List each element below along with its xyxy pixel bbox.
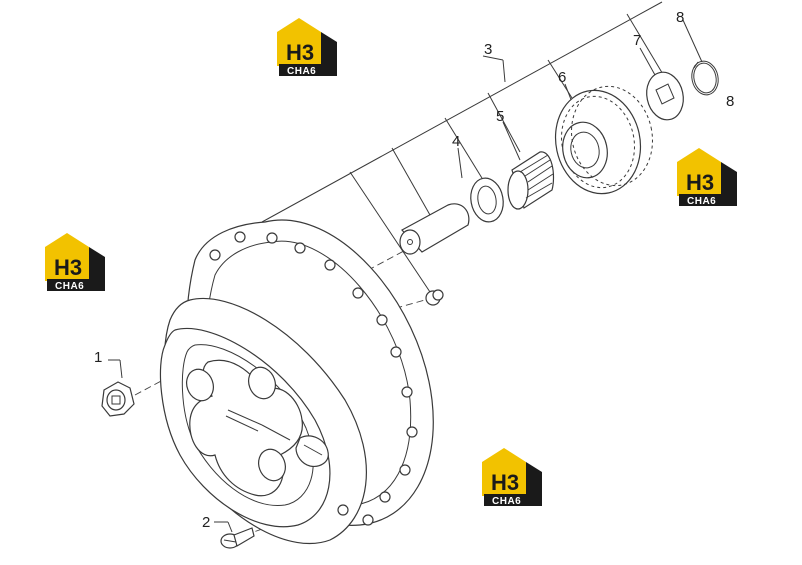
watermark-logo-bottom-text: CHA6 [55,281,84,292]
watermark-logo-top-text: H3 [286,40,314,65]
plug-part [101,381,135,417]
watermark-logo: H3 CHA6 [45,233,105,292]
hub-housing [159,219,434,545]
washer-part [470,177,504,223]
leader-lines [108,1,703,533]
watermark-logo: H3 CHA6 [677,148,737,207]
snap-ring-part [691,60,719,96]
callout-8-top: 8 [676,9,684,26]
callout-6: 6 [558,69,566,86]
callout-2: 2 [202,514,210,531]
callout-8-right: 8 [726,93,734,110]
pin-part [399,203,470,255]
needle-bearing-part [507,151,555,210]
callout-3: 3 [484,41,492,58]
watermark-logo-top-text: H3 [686,170,714,195]
gear-part [554,85,653,195]
callout-labels: 1 2 3 4 5 6 7 8 8 [94,9,734,531]
callout-5: 5 [496,108,504,125]
watermark-logo-top-text: H3 [491,470,519,495]
thrust-washer-part [646,71,684,121]
callout-4: 4 [452,133,460,150]
watermark-logo: H3 CHA6 [277,18,337,77]
watermark-logo: H3 CHA6 [482,448,542,507]
watermark-logo-top-text: H3 [54,255,82,280]
screw-part [220,527,255,549]
callout-7: 7 [633,32,641,49]
watermark-logo-bottom-text: CHA6 [687,196,716,207]
watermark-logo-bottom-text: CHA6 [287,66,316,77]
small-bolt-part [425,289,444,306]
watermark-logo-bottom-text: CHA6 [492,496,521,507]
callout-1: 1 [94,349,102,366]
